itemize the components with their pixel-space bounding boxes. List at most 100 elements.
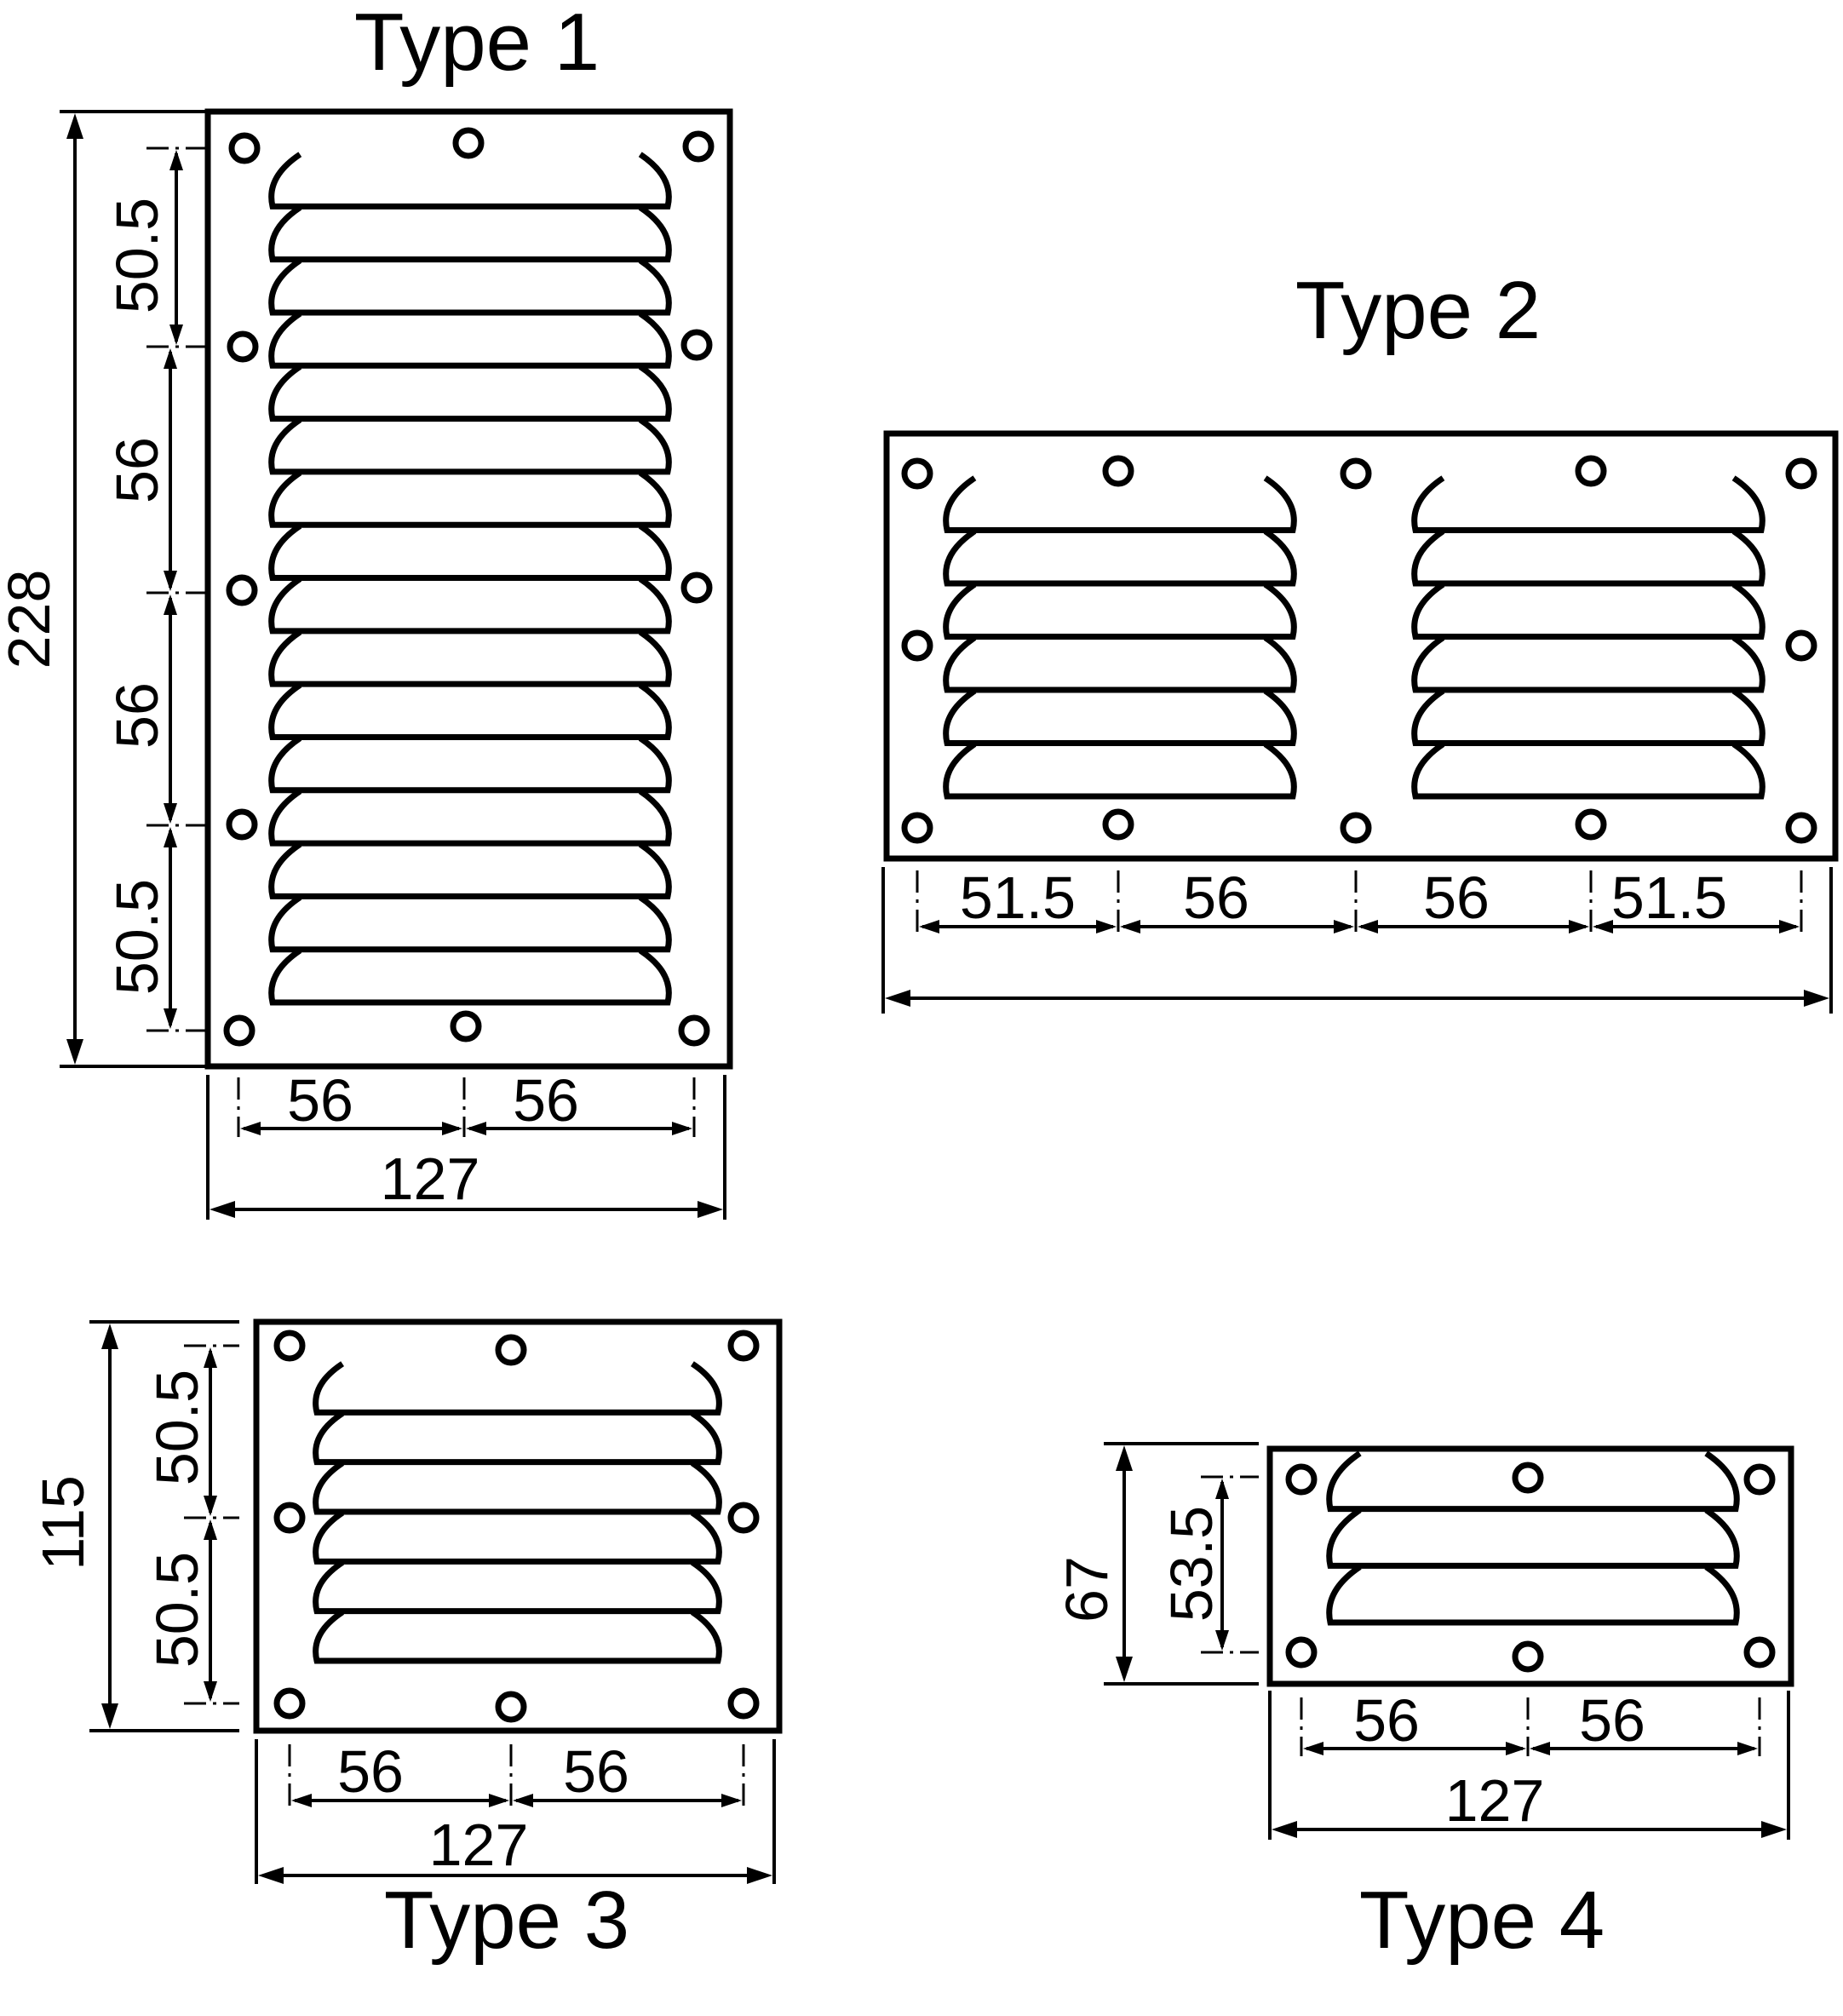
type4-hspacing-label-2: 56 bbox=[1579, 1687, 1645, 1754]
type3-louver-group bbox=[313, 1361, 722, 1664]
type2-mounting-hole bbox=[1785, 812, 1817, 844]
type2-left-louver-slat bbox=[943, 475, 1297, 533]
type2-left-louver-slat bbox=[943, 635, 1297, 693]
type4-height-arrow-top bbox=[1116, 1445, 1133, 1471]
type2-hspacing-arrow-1a bbox=[919, 920, 939, 933]
type3-mounting-hole bbox=[727, 1687, 760, 1720]
type3-width-arrow-left bbox=[258, 1867, 284, 1884]
type2-mounting-holes bbox=[901, 455, 1817, 844]
type3-diagram: Type 3 115 50.5 50.5 56 56 bbox=[30, 1318, 783, 1966]
type4-mounting-hole bbox=[1512, 1640, 1544, 1673]
type4-louver-slat bbox=[1326, 1508, 1740, 1569]
type2-hspacing-arrow-1b bbox=[1096, 920, 1117, 933]
type1-louver-group bbox=[268, 152, 672, 1006]
type1-mounting-hole bbox=[450, 1010, 482, 1042]
type2-left-louver-slat bbox=[943, 528, 1297, 587]
type4-vspacing-arrow-1b bbox=[1215, 1630, 1229, 1651]
type2-mounting-hole bbox=[901, 457, 933, 490]
type3-title: Type 3 bbox=[384, 1875, 629, 1966]
type3-plate bbox=[253, 1318, 783, 1734]
type1-louver-slat bbox=[268, 576, 672, 635]
type4-hspacing-arrow-2b bbox=[1737, 1742, 1758, 1755]
type3-height-arrow-top bbox=[101, 1324, 118, 1349]
type2-width-arrow-left bbox=[885, 990, 910, 1007]
type4-vspacing-label-1: 53.5 bbox=[1158, 1506, 1225, 1622]
type3-hspacing-label-1: 56 bbox=[337, 1738, 404, 1805]
type1-louver-slat bbox=[268, 841, 672, 899]
type3-mounting-hole bbox=[727, 1502, 760, 1534]
type2-hspacing-label-1: 51.5 bbox=[960, 864, 1076, 931]
type3-width-arrow-right bbox=[747, 1867, 772, 1884]
type3-mounting-hole bbox=[495, 1691, 527, 1723]
type2-mounting-hole bbox=[901, 629, 933, 662]
type4-hspacing-arrow-1b bbox=[1506, 1742, 1526, 1755]
type2-hspacing-arrow-2a bbox=[1120, 920, 1140, 933]
type1-vspacing-arrow-1a bbox=[169, 150, 183, 170]
type1-vspacing-arrow-2b bbox=[164, 571, 177, 591]
type3-mounting-hole bbox=[273, 1330, 306, 1362]
type1-hspacing-label-1: 56 bbox=[287, 1067, 353, 1134]
type2-mounting-hole bbox=[1575, 455, 1607, 487]
type3-vspacing-label-2: 50.5 bbox=[144, 1552, 210, 1668]
type3-mounting-hole bbox=[273, 1687, 306, 1720]
type2-mounting-hole bbox=[1340, 457, 1372, 490]
type2-hspacing-arrow-2b bbox=[1334, 920, 1354, 933]
type1-overall-height-label: 228 bbox=[0, 570, 62, 669]
type2-hspacing-arrow-4a bbox=[1593, 920, 1613, 933]
type2-hspacing-arrow-3b bbox=[1569, 920, 1589, 933]
type2-louver-group bbox=[943, 475, 1765, 800]
type3-vspacing-arrow-2a bbox=[204, 1519, 217, 1540]
type3-overall-height-label: 115 bbox=[30, 1475, 96, 1571]
type3-hspacing-arrow-2b bbox=[721, 1794, 742, 1807]
type1-louver-slat bbox=[268, 789, 672, 847]
type4-hspacing-arrow-1a bbox=[1303, 1742, 1323, 1755]
type1-vspacing-arrow-4a bbox=[164, 827, 177, 847]
type2-right-louver-slat bbox=[1411, 741, 1765, 800]
type3-vspacing-arrow-1b bbox=[204, 1496, 217, 1516]
type1-mounting-holes bbox=[223, 127, 715, 1047]
type1-mounting-hole bbox=[682, 130, 715, 163]
type3-louver-slat bbox=[313, 1410, 722, 1466]
type4-title: Type 4 bbox=[1359, 1875, 1605, 1966]
type2-right-louver-slat bbox=[1411, 528, 1765, 587]
type1-hspacing-arrow-2b bbox=[672, 1122, 692, 1135]
type3-louver-slat bbox=[313, 1609, 722, 1664]
type3-mounting-hole bbox=[727, 1330, 760, 1362]
type2-diagram: Type 2 51.5 56 56 51.5 bbox=[881, 265, 1839, 1014]
type2-hspacing-label-4: 51.5 bbox=[1611, 864, 1727, 931]
type4-width-arrow-left bbox=[1272, 1821, 1297, 1838]
type1-louver-slat bbox=[268, 311, 672, 369]
type2-right-louver-slat bbox=[1411, 688, 1765, 746]
type1-mounting-hole bbox=[452, 127, 485, 159]
type1-vspacing-label-2: 56 bbox=[104, 437, 170, 503]
type1-vspacing-arrow-3b bbox=[164, 803, 177, 824]
type4-louver-group bbox=[1326, 1450, 1740, 1626]
type3-hspacing-arrow-1a bbox=[291, 1794, 312, 1807]
type1-mounting-hole bbox=[680, 571, 713, 604]
type1-hspacing-label-2: 56 bbox=[513, 1067, 579, 1134]
type3-mounting-hole bbox=[495, 1334, 527, 1366]
type2-right-louver-slat bbox=[1411, 582, 1765, 640]
type2-right-louver-slat bbox=[1411, 475, 1765, 533]
type4-mounting-hole bbox=[1512, 1462, 1544, 1494]
type2-mounting-hole bbox=[1785, 457, 1817, 490]
type3-mounting-hole bbox=[273, 1502, 306, 1534]
type2-title: Type 2 bbox=[1295, 265, 1541, 356]
type2-hspacing-label-3: 56 bbox=[1423, 864, 1490, 931]
type1-diagram: Type 1 228 50.5 56 56 50.5 bbox=[0, 0, 733, 1220]
type1-overall-width-label: 127 bbox=[381, 1146, 480, 1212]
type3-hspacing-label-2: 56 bbox=[563, 1738, 629, 1805]
type1-height-arrow-top bbox=[66, 113, 83, 139]
type1-mounting-hole bbox=[228, 132, 261, 164]
type2-mounting-hole bbox=[1102, 808, 1134, 841]
type2-hspacing-arrow-4b bbox=[1779, 920, 1800, 933]
type1-louver-slat bbox=[268, 682, 672, 740]
type4-mounting-hole bbox=[1285, 1636, 1318, 1669]
type1-width-arrow-left bbox=[210, 1201, 235, 1218]
type1-louver-slat bbox=[268, 629, 672, 687]
type1-louver-slat bbox=[268, 364, 672, 422]
type3-hspacing-arrow-2a bbox=[513, 1794, 533, 1807]
type1-hspacing-arrow-1b bbox=[442, 1122, 462, 1135]
type1-hspacing-arrow-1a bbox=[240, 1122, 261, 1135]
